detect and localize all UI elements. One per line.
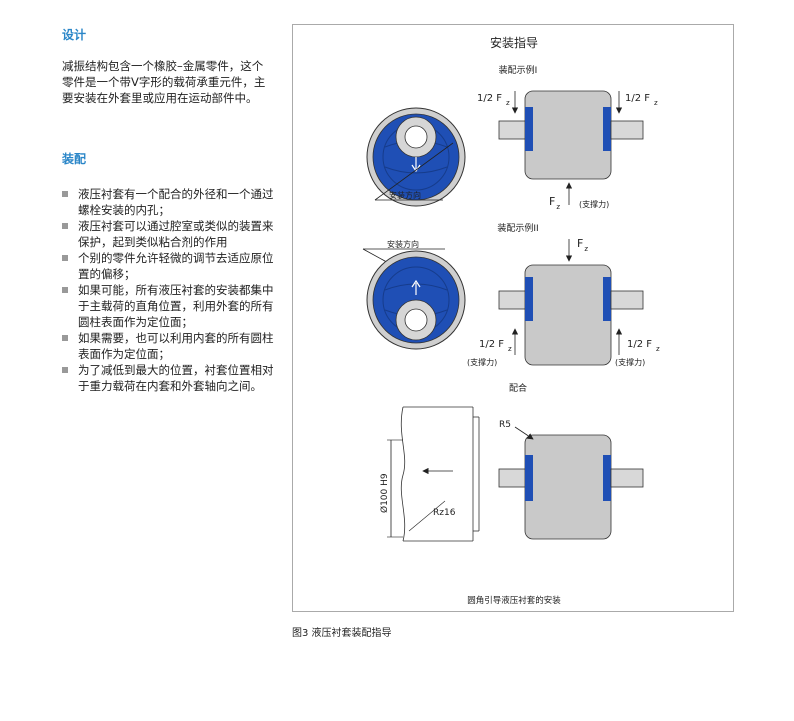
bushing-side-view-2 — [498, 264, 644, 366]
fit-label: 配合 — [509, 382, 527, 394]
bushing-front-view-2 — [366, 250, 466, 350]
install-direction-label-1: 安装方向 — [389, 190, 421, 200]
diameter-label: Ø100 H9 — [379, 473, 390, 513]
bullet-item: 液压衬套可以通过腔室或类似的装置来保护，起到类似粘合剂的作用 — [62, 218, 274, 250]
install-direction-label-2: 安装方向 — [387, 239, 419, 249]
bullet-item: 如果可能，所有液压衬套的安装都集中于主载荷的直角位置，利用外套的所有圆柱表面作为… — [62, 282, 274, 330]
design-paragraph: 减振结构包含一个橡胶–金属零件，这个零件是一个带V字形的载荷承重元件，主要安装在… — [62, 59, 266, 105]
figure-caption: 图3 液压衬套装配指导 — [292, 628, 392, 639]
bullet-square-icon — [62, 367, 68, 373]
example-1-label: 装配示例I — [499, 64, 538, 76]
figure-title: 安装指导 — [490, 35, 538, 50]
assembly-bullet-list: 液压衬套有一个配合的外径和一个通过螺栓安装的内孔； 液压衬套可以通过腔室或类似的… — [62, 186, 274, 394]
rz-label: Rz16 — [433, 508, 456, 518]
arrow-up-icon — [411, 279, 421, 295]
bullet-square-icon — [62, 287, 68, 293]
bullet-square-icon — [62, 191, 68, 197]
housing-bore-drawing — [387, 406, 480, 542]
bushing-side-view-1 — [498, 90, 644, 180]
bullet-square-icon — [62, 335, 68, 341]
support-label-2-left: (支撑力) — [467, 357, 497, 367]
bullet-item: 如果需要，也可以利用内套的所有圆柱表面作为定位面； — [62, 330, 274, 362]
fz-label-1: Fz — [549, 195, 560, 211]
design-heading: 设计 — [62, 28, 87, 42]
arrow-down-icon — [411, 157, 421, 173]
support-label-2-right: (支撑力) — [615, 357, 645, 367]
r5-label: R5 — [499, 420, 511, 430]
example-2-label: 装配示例II — [497, 222, 538, 234]
bullet-square-icon — [62, 223, 68, 229]
bullet-item: 个别的零件允许轻微的调节去适应原位置的偏移； — [62, 250, 274, 282]
bullet-item: 为了减低到最大的位置，衬套位置相对于重力载荷在内套和外套轴向之间。 — [62, 362, 274, 394]
support-label-1: (支撑力) — [579, 199, 609, 209]
figure-footer-text: 圆角引导液压衬套的安装 — [467, 595, 561, 606]
assembly-heading: 装配 — [62, 152, 87, 166]
bullet-square-icon — [62, 255, 68, 261]
bushing-side-view-3 — [498, 434, 644, 540]
fz-label-2: Fz — [577, 237, 588, 253]
bullet-item: 液压衬套有一个配合的外径和一个通过螺栓安装的内孔； — [62, 186, 274, 218]
